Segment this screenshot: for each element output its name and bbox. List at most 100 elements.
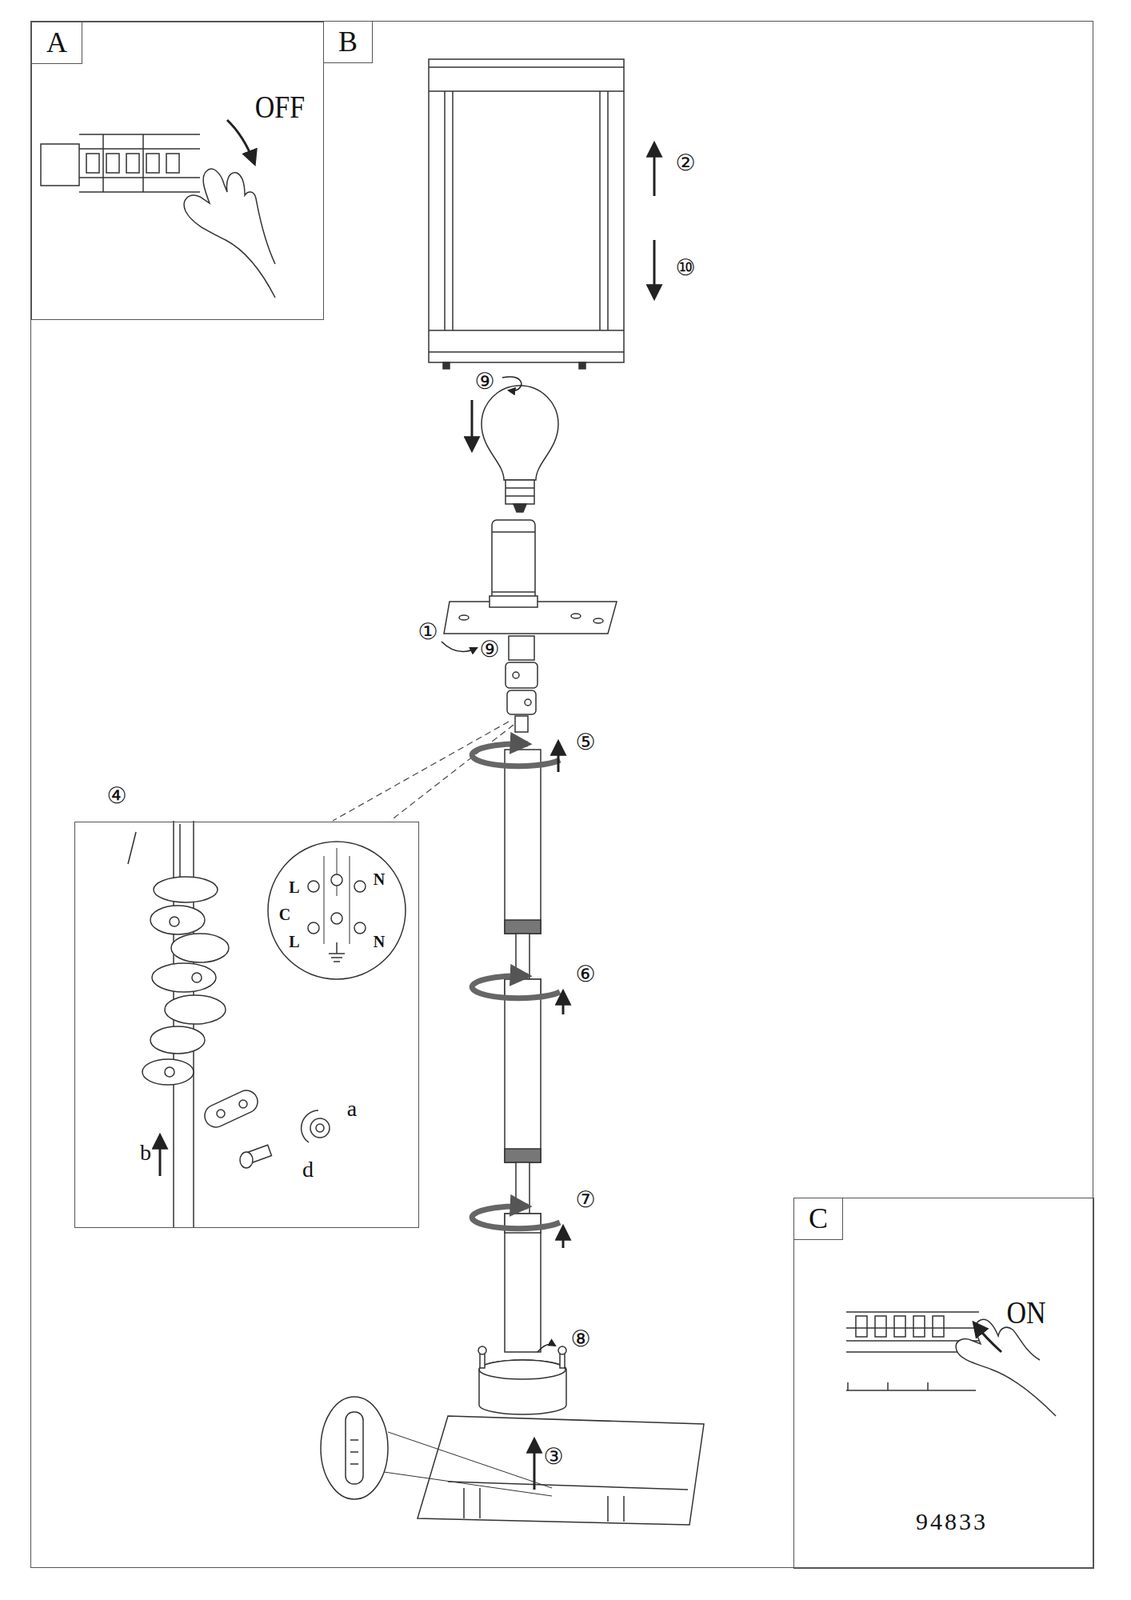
hand [955, 1318, 1056, 1416]
breaker-off [86, 153, 100, 173]
mounting-plate [593, 618, 604, 624]
panel-frame: BAOFF④CON94833 [30, 20, 1094, 1568]
lantern-head [428, 59, 624, 363]
detail-terminal [239, 1151, 253, 1168]
socket [491, 591, 536, 593]
lantern-head [428, 66, 624, 68]
breaker-off [40, 134, 200, 192]
wiring-circle [328, 952, 345, 955]
callout-number: ① [416, 619, 439, 645]
mounting-plate [443, 595, 617, 634]
breaker-off [40, 143, 80, 186]
callout-number: ⑦ [574, 1187, 596, 1213]
lantern-head [451, 91, 454, 331]
wiring-circle [331, 874, 343, 886]
terminal-block [515, 715, 528, 732]
wiring-circle [331, 956, 343, 959]
breaker-on [927, 1382, 929, 1391]
rotate-arrow [471, 1206, 560, 1229]
socket [491, 519, 536, 604]
wiring-circle [307, 880, 320, 892]
callout-number: ③ [542, 1444, 564, 1470]
callout-number: ⑩ [674, 255, 696, 281]
breaker-on [847, 1382, 849, 1391]
detail-terminal [315, 1123, 324, 1132]
pin-name: L [287, 932, 300, 951]
pin-name: N [372, 932, 386, 951]
pole-tube [504, 919, 541, 934]
detail-terminal [169, 916, 180, 927]
breaker-off [166, 153, 180, 173]
breaker-on [875, 1315, 887, 1337]
pole-tube [504, 979, 541, 1163]
ground-slab [417, 1415, 704, 1525]
callout-number: ② [674, 151, 696, 176]
anchor-inset [345, 1411, 364, 1484]
wiring-circle [336, 847, 338, 896]
anchor-inset [320, 1396, 388, 1499]
hand [183, 168, 276, 298]
switch-label: ON [1006, 1293, 1046, 1331]
breaker-on [846, 1326, 980, 1329]
wiring-circle [354, 922, 366, 934]
detail-terminal [179, 823, 181, 880]
base-plate [479, 1359, 566, 1379]
detail-terminal [127, 831, 136, 864]
ground-slab [447, 1481, 688, 1490]
callout-number: ⑤ [574, 730, 596, 756]
base-plate [479, 1359, 567, 1415]
pole-tube [515, 933, 530, 980]
hand [183, 168, 276, 298]
lantern-head [599, 91, 601, 331]
detail-terminal [164, 995, 226, 1024]
callout-number: ⑨ [478, 637, 500, 663]
terminal-block [512, 671, 520, 679]
socket [491, 531, 536, 533]
lantern-head [607, 91, 609, 331]
pin-name: N [372, 870, 386, 888]
breaker-off [142, 134, 144, 192]
breaker-on [887, 1382, 889, 1391]
twist-arrow [502, 376, 522, 391]
bulb [513, 503, 527, 512]
detail-leader [332, 721, 509, 821]
base-plate [478, 1346, 567, 1415]
wiring-circle [349, 855, 351, 944]
breaker-on [855, 1315, 868, 1337]
wiring-circle [267, 841, 406, 980]
anchor-inset [387, 1431, 552, 1488]
breaker-on [894, 1315, 906, 1337]
on-arrow [974, 1322, 1002, 1352]
bulb [505, 495, 535, 497]
detail-terminal [191, 972, 202, 983]
bulb [481, 385, 559, 512]
wiring-circle [267, 841, 406, 980]
lantern-head [428, 329, 624, 332]
part-letter: d [301, 1157, 315, 1183]
hand [955, 1318, 1056, 1416]
terminal-block [507, 690, 536, 715]
step-panel: CON94833 [793, 1197, 1095, 1569]
lantern-head [443, 362, 450, 369]
terminal-block [524, 699, 532, 706]
callout-number: ⑥ [574, 962, 596, 988]
push-arrow [558, 742, 564, 1248]
pin-name: L [287, 878, 300, 896]
terminal-block [508, 635, 535, 660]
anchor-inset [320, 1396, 552, 1499]
socket [491, 519, 536, 604]
rotate-arrow [471, 743, 560, 1229]
detail-terminal [150, 1026, 205, 1054]
off-arrow [227, 119, 255, 164]
breaker-on [846, 1389, 976, 1391]
lift-arrow [653, 143, 656, 196]
ground-slab [479, 1487, 481, 1519]
screw-arrow [441, 641, 477, 652]
mounting-plate [489, 595, 538, 608]
detail-terminal [310, 1118, 330, 1138]
breaker-off [102, 134, 104, 192]
detail-terminal [164, 1067, 175, 1077]
terminal-block [505, 635, 538, 732]
callout-number: ④ [106, 782, 127, 809]
switch-label: OFF [255, 87, 305, 126]
